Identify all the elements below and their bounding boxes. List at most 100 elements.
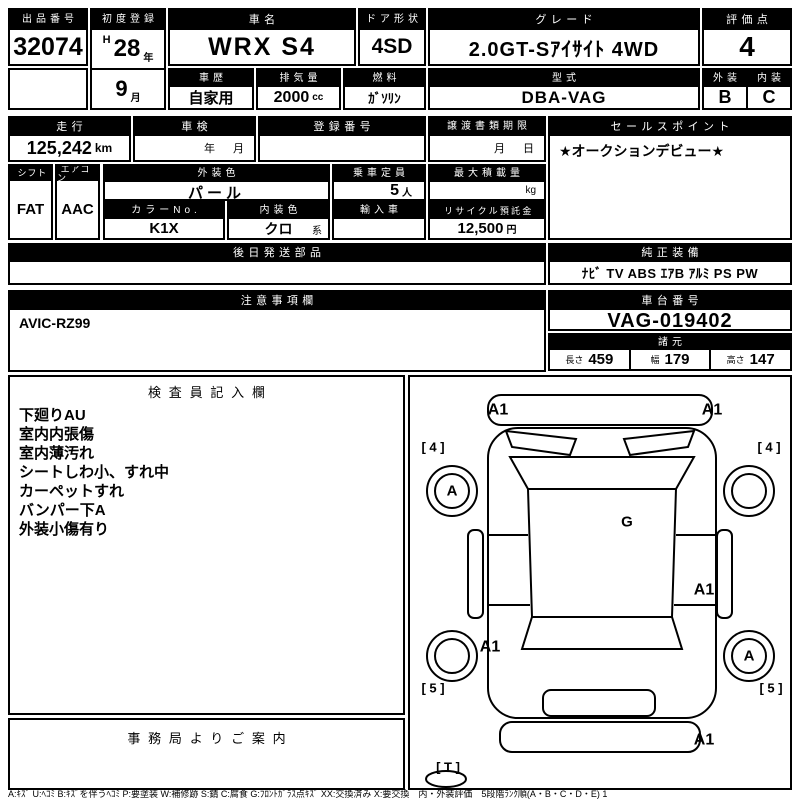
width-label: 幅 (650, 355, 660, 365)
interior-grade-value: C (762, 87, 776, 107)
diagram-mark: [ 4 ] (757, 440, 780, 455)
inspector-notes: 下廻りAU 室内内張傷 室内薄汚れ シートしわ小、すれ中 カーペットすれ バンパ… (19, 407, 170, 538)
era-letter: H (102, 34, 111, 46)
history-box: 車歴 自家用 (168, 68, 254, 110)
inspector-box: 検査員記入欄 下廻りAU 室内内張傷 室内薄汚れ シートしわ小、すれ中 カーペッ… (8, 375, 405, 715)
interior-color-box: 内装色 クロ 系 (227, 201, 330, 240)
fuel-label: 燃料 (345, 70, 424, 87)
color-no-label: カラーNo. (105, 203, 223, 219)
diagram-mark: A1 (694, 732, 715, 749)
mileage-value: 125,242 (26, 137, 92, 158)
door-shape-box: ドア形状 4SD (358, 8, 426, 66)
score-label: 評価点 (704, 10, 790, 30)
exhibit-empty-cell (8, 68, 88, 110)
aircon-box: エアコン AAC (55, 164, 100, 240)
ext-int-grade-box: 外装 B 内装 C (702, 68, 792, 110)
car-body (487, 427, 717, 719)
car-wheel-rear-left (426, 630, 478, 682)
car-side-sill-left (467, 529, 484, 619)
recycle-deposit-unit: 円 (506, 225, 517, 236)
max-load-cell: kg (430, 182, 544, 199)
recycle-deposit-cell: 12,500 円 (430, 219, 544, 238)
first-registration-month-cell: 9 月 (92, 68, 164, 108)
transfer-deadline-box: 譲渡書類期限 月 日 (428, 116, 546, 162)
max-load-unit: kg (525, 185, 536, 196)
interior-color-suffix: 系 (312, 225, 322, 237)
diagram-mark: A (447, 483, 458, 500)
car-trunk-garnish (542, 689, 656, 717)
dimension-length: 長さ 459 (550, 350, 629, 369)
ext-int-grade-row: 外装 B 内装 C (704, 70, 790, 108)
color-no-value: K1X (149, 220, 179, 237)
sales-point-value: ★オークションデビュー★ (559, 143, 725, 159)
score-box: 評価点 4 (702, 8, 792, 66)
notes-label: 注意事項欄 (10, 292, 544, 310)
interior-color-label: 内装色 (229, 203, 328, 219)
inspection-cell: 年 月 (135, 136, 254, 160)
aircon-value: AAC (61, 201, 94, 218)
office-label: 事務局よりご案内 (127, 731, 294, 746)
interior-color-value: クロ (264, 221, 293, 237)
capacity-cell: 5 人 (334, 182, 424, 199)
spare-tire-mark (425, 770, 467, 788)
diagram-mark: G (621, 514, 633, 531)
exhibit-number-box: 出品番号 32074 (8, 8, 88, 66)
color-no-box: カラーNo. K1X (103, 201, 225, 240)
capacity-unit: 人 (402, 187, 412, 199)
first-registration-box: 初度登録 H 28 年 9 月 (90, 8, 166, 110)
door-shape-label: ドア形状 (360, 10, 424, 30)
displacement-cell: 2000 cc (258, 87, 339, 108)
exterior-grade-value: B (718, 87, 732, 107)
car-rear-bumper (499, 721, 701, 753)
dimensions-row: 長さ 459 幅 179 高さ 147 (550, 350, 790, 369)
transfer-deadline-label: 譲渡書類期限 (430, 118, 544, 136)
equipment-label: 純正装備 (550, 245, 790, 262)
office-box: 事務局よりご案内 (8, 718, 405, 790)
car-wheel-front-right (723, 465, 775, 517)
capacity-value: 5 (390, 182, 399, 199)
max-load-label: 最大積載量 (430, 166, 544, 182)
chassis-number-value: VAG-019402 (607, 310, 733, 331)
legend-text: A:ｷｽﾞ U:ﾍｺﾐ B:ｷｽﾞを伴うﾍｺﾐ P:要塗装 W:補修跡 S:錆 … (8, 789, 608, 799)
width-value: 179 (664, 351, 690, 368)
notes-box: 注意事項欄 AVIC-RZ99 (8, 290, 546, 372)
grade-label: グレード (430, 10, 698, 30)
inspection-box: 車検 年 月 (133, 116, 256, 162)
exhibit-number-label: 出品番号 (10, 10, 86, 30)
registration-number-box: 登録番号 (258, 116, 426, 162)
diagram-mark: [ 5 ] (759, 681, 782, 696)
mileage-box: 走行 125,242 km (8, 116, 131, 162)
registration-number-value (260, 136, 424, 160)
interior-grade-cell: 内装 C (746, 70, 790, 108)
max-load-box: 最大積載量 kg (428, 164, 546, 201)
diagram-mark: A1 (702, 402, 723, 419)
diagram-mark: A1 (488, 402, 509, 419)
diagram-mark: [ T ] (436, 760, 460, 775)
transfer-month-unit: 月 (494, 143, 505, 155)
length-value: 459 (588, 351, 614, 368)
diagram-mark: A (744, 648, 755, 665)
grade-box: グレード 2.0GT-Sｱｲｻｲﾄ 4WD (428, 8, 700, 66)
equipment-box: 純正装備 ﾅﾋﾞ TV ABS ｴｱB ｱﾙﾐ PS PW (548, 243, 792, 285)
shift-box: シフト FAT (8, 164, 53, 240)
capacity-label: 乗車定員 (334, 166, 424, 182)
later-parts-label: 後日発送部品 (10, 245, 544, 262)
first-registration-label: 初度登録 (92, 10, 164, 30)
car-front-bumper (487, 394, 713, 426)
diagram-mark: [ 5 ] (421, 681, 444, 696)
equipment-value: ﾅﾋﾞ TV ABS ｴｱB ｱﾙﾐ PS PW (581, 266, 759, 281)
height-label: 高さ (726, 355, 745, 365)
dimension-width: 幅 179 (628, 350, 710, 369)
shift-label: シフト (10, 166, 51, 181)
diagram-mark: A1 (480, 639, 501, 656)
exterior-grade-cell: 外装 B (704, 70, 746, 108)
exterior-color-value: パール (187, 185, 245, 201)
dimension-height: 高さ 147 (709, 350, 790, 369)
sales-point-label: セールスポイント (550, 118, 790, 136)
score-value: 4 (739, 31, 755, 62)
later-parts-box: 後日発送部品 (8, 243, 546, 285)
